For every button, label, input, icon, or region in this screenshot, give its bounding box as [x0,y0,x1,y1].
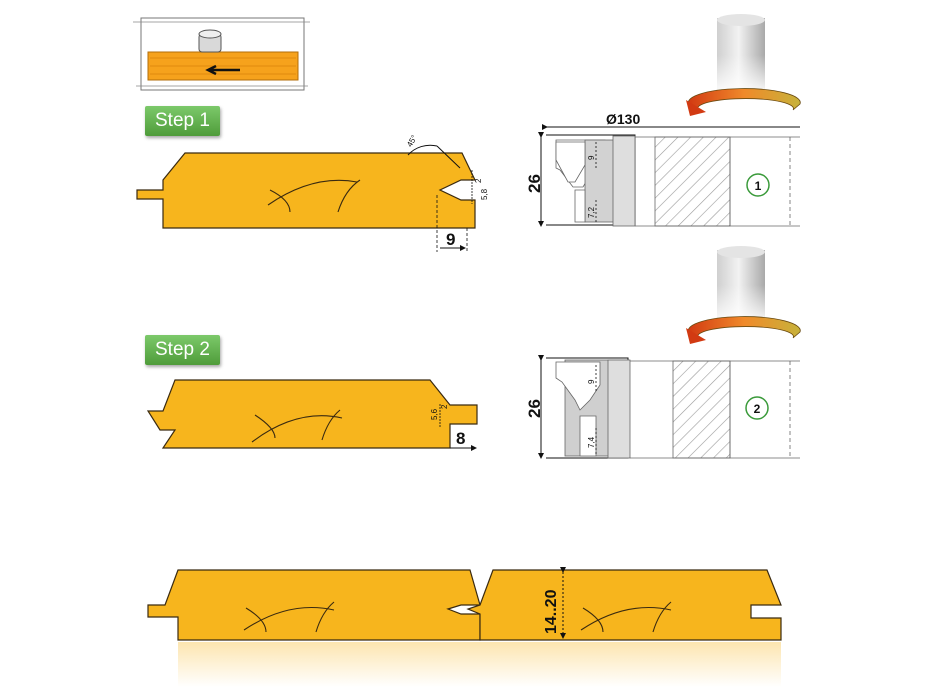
rotation-arrow-icon-2 [687,316,801,339]
cutter1-upper-dim: 9 [587,155,596,160]
step-1-badge: Step 1 [145,106,220,136]
step1-groove-height: 5,8 [480,188,489,200]
step1-groove-depth: 9 [446,230,455,249]
step1-board: 45° 2 5,8 9 [136,134,489,252]
cutter2-number: 2 [754,402,761,416]
cutter1-drawing: Ø130 26 9 7,2 1 [525,14,801,227]
step1-lip-height: 2 [474,178,483,183]
step2-tongue-height: 5,6 [430,408,439,420]
cutter1-number: 1 [755,179,762,193]
step1-angle-label: 45° [405,134,419,149]
cutter1-height: 26 [525,174,544,193]
cutter1-lower-dim: 7,2 [587,206,596,218]
joined-thickness: 14..20 [543,589,560,634]
step2-board: 5,6 2 8 [146,379,478,451]
floor-reflection [178,642,781,687]
joined-boards: 14..20 [147,567,782,687]
rotation-arrow-icon [687,88,801,111]
step2-tongue-length: 8 [456,429,465,448]
cutter2-upper-dim: 9 [587,379,596,384]
cutter2-height: 26 [525,399,544,418]
cutter2-drawing: 26 9 7,4 2 [525,246,801,459]
step2-lip-height: 2 [440,404,449,409]
step-2-badge: Step 2 [145,335,220,365]
cutter1-diameter: Ø130 [606,111,640,127]
cutter2-lower-dim: 7,4 [587,436,596,448]
thumbnail-sketch [133,17,310,91]
